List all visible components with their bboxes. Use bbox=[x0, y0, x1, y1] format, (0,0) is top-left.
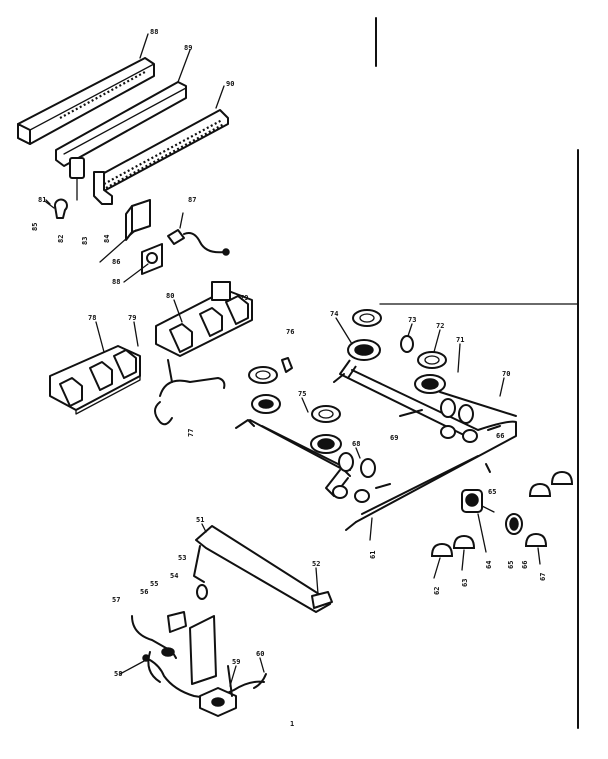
callout-label: 60 bbox=[256, 650, 264, 658]
valve-bracket-right bbox=[155, 281, 253, 357]
callout-label: 90 bbox=[226, 80, 234, 88]
wiring-harness-top bbox=[167, 212, 230, 256]
orifice-clip bbox=[281, 357, 293, 373]
callout-label: 80 bbox=[166, 292, 174, 300]
burner-head-rear-right bbox=[414, 374, 446, 394]
oven-burner-bracket bbox=[193, 525, 333, 613]
callout-label: 77 bbox=[187, 429, 195, 437]
valve-bracket-left bbox=[49, 345, 141, 415]
callout-label: 73 bbox=[408, 316, 416, 324]
clock-switch bbox=[125, 199, 151, 241]
callout-label: 67 bbox=[539, 573, 547, 581]
valve-cluster bbox=[332, 335, 501, 503]
burner-ring-rear-left bbox=[352, 309, 382, 327]
burner-head-front-right bbox=[310, 434, 342, 454]
knob-set bbox=[430, 470, 574, 557]
callout-label: 79 bbox=[128, 314, 136, 322]
callout-label: 88 bbox=[150, 28, 158, 36]
callout-label: 75 bbox=[298, 390, 306, 398]
control-panel-trim bbox=[17, 57, 155, 145]
callout-label: 51 bbox=[196, 516, 204, 524]
callout-label: 79 bbox=[240, 294, 248, 302]
switch-bracket bbox=[93, 171, 113, 205]
bulb bbox=[45, 198, 68, 219]
callout-label: 74 bbox=[330, 310, 338, 318]
callout-label: 82 bbox=[57, 235, 65, 243]
callout-label: 83 bbox=[81, 237, 89, 245]
callout-label: 59 bbox=[232, 658, 240, 666]
callout-label: 61 bbox=[369, 551, 377, 559]
callout-label: 68 bbox=[352, 440, 360, 448]
callout-label: 76 bbox=[286, 328, 294, 336]
callout-label: 71 bbox=[456, 336, 464, 344]
callout-label: 84 bbox=[103, 235, 111, 243]
callout-label: 62 bbox=[433, 587, 441, 595]
callout-label: 65 bbox=[488, 488, 496, 496]
igniter-wiring bbox=[131, 615, 267, 717]
callout-label: 89 bbox=[184, 44, 192, 52]
lamp-socket bbox=[69, 157, 85, 201]
callout-labels: 88 89 90 81 82 83 84 85 86 87 88 78 79 8… bbox=[31, 28, 547, 728]
manifold-tube bbox=[154, 359, 226, 426]
callout-label: 78 bbox=[88, 314, 96, 322]
callout-label: 72 bbox=[436, 322, 444, 330]
callout-label: 58 bbox=[114, 670, 122, 678]
callout-label: 70 bbox=[502, 370, 510, 378]
callout-label: 65 bbox=[507, 561, 515, 569]
callout-label: 52 bbox=[312, 560, 320, 568]
callout-label: 53 bbox=[178, 554, 186, 562]
callout-label: 57 bbox=[112, 596, 120, 604]
callout-label: 66 bbox=[496, 432, 504, 440]
burner-head-front-left bbox=[251, 394, 281, 414]
control-panel-backguard bbox=[55, 49, 191, 167]
callout-label: 85 bbox=[31, 223, 39, 231]
callout-label: 69 bbox=[390, 434, 398, 442]
burner-ring-front-left bbox=[248, 366, 278, 384]
callout-label: 1 bbox=[290, 720, 294, 728]
burner-ring-rear-right bbox=[417, 351, 447, 369]
callout-label: 55 bbox=[150, 580, 158, 588]
callout-label: 54 bbox=[170, 572, 178, 580]
callout-label: 64 bbox=[485, 561, 493, 569]
callout-label: 87 bbox=[188, 196, 196, 204]
callout-label: 81 bbox=[38, 196, 46, 204]
burner-ring-front-right bbox=[311, 405, 341, 423]
callout-label: 56 bbox=[140, 588, 148, 596]
callout-label: 66 bbox=[521, 561, 529, 569]
callout-leaders bbox=[45, 33, 541, 687]
mounting-plate bbox=[141, 243, 163, 275]
callout-label: 63 bbox=[461, 579, 469, 587]
igniter-bracket bbox=[167, 611, 217, 685]
burner-head-rear-left bbox=[339, 339, 381, 379]
callout-label: 86 bbox=[112, 258, 120, 266]
callout-label: 88 bbox=[112, 278, 120, 286]
